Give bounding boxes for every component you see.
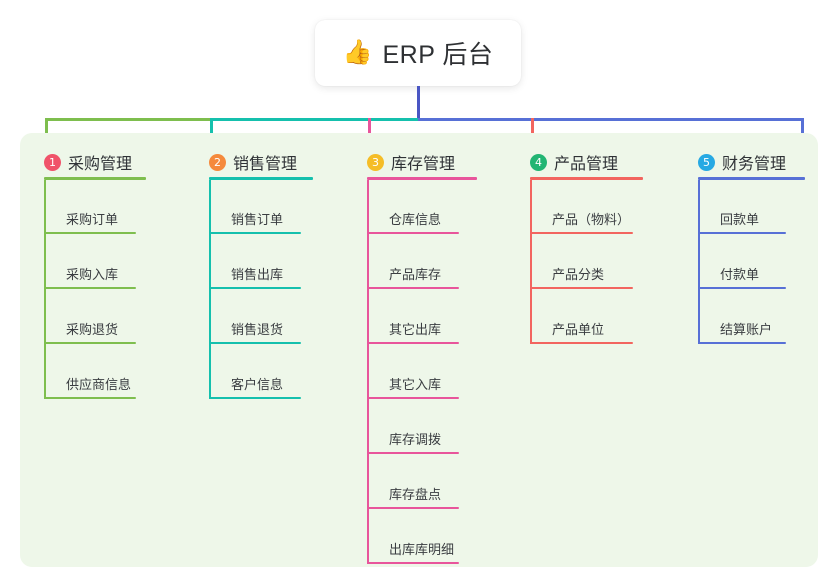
branch-leaf-label: 采购订单 bbox=[66, 212, 119, 227]
branch-leaf-rule bbox=[44, 397, 136, 399]
branch-header-4[interactable]: 4 产品管理 bbox=[530, 150, 618, 174]
branch-header-5[interactable]: 5 财务管理 bbox=[698, 150, 786, 174]
branch-leaf-label: 产品库存 bbox=[389, 267, 442, 282]
branch-spine bbox=[530, 180, 532, 344]
branch-leaf-rule bbox=[530, 287, 633, 289]
root-node-title: ERP 后台 bbox=[382, 41, 494, 69]
branch-leaf-rule bbox=[367, 287, 459, 289]
branch-header-rule bbox=[209, 177, 313, 180]
branch-leaf-rule bbox=[44, 342, 136, 344]
branch-leaf-label: 产品单位 bbox=[552, 322, 605, 337]
branch-leaf-item[interactable]: 供应商信息 bbox=[44, 363, 136, 399]
branch-leaf-rule bbox=[530, 342, 633, 344]
branch-leaf-label: 其它出库 bbox=[389, 322, 442, 337]
branch-leaf-item[interactable]: 仓库信息 bbox=[367, 198, 459, 234]
branch-leaf-rule bbox=[44, 287, 136, 289]
branch-leaf-label: 产品分类 bbox=[552, 267, 605, 282]
branch-leaf-rule bbox=[209, 287, 301, 289]
branch-leaf-rule bbox=[530, 232, 633, 234]
branch-leaf-item[interactable]: 产品库存 bbox=[367, 253, 459, 289]
branch-leaf-item[interactable]: 采购退货 bbox=[44, 308, 136, 344]
branch-leaf-label: 回款单 bbox=[720, 212, 760, 227]
branch-leaf-rule bbox=[209, 342, 301, 344]
branch-spine bbox=[44, 180, 46, 399]
branch-leaf-label: 销售出库 bbox=[231, 267, 284, 282]
branch-leaf-item[interactable]: 销售出库 bbox=[209, 253, 301, 289]
branch-header-3[interactable]: 3 库存管理 bbox=[367, 150, 455, 174]
branch-leaf-label: 付款单 bbox=[720, 267, 760, 282]
bar-segment-right bbox=[418, 118, 803, 121]
branch-leaf-item[interactable]: 采购入库 bbox=[44, 253, 136, 289]
branch-leaf-item[interactable]: 其它入库 bbox=[367, 363, 459, 399]
branch-leaf-item[interactable]: 采购订单 bbox=[44, 198, 136, 234]
branch-header-rule bbox=[367, 177, 477, 180]
branch-title: 财务管理 bbox=[722, 156, 787, 173]
branch-leaf-rule bbox=[44, 232, 136, 234]
root-node[interactable]: 👍 ERP 后台 bbox=[315, 20, 521, 86]
branch-leaf-label: 客户信息 bbox=[231, 377, 284, 392]
branch-header-1[interactable]: 1 采购管理 bbox=[44, 150, 132, 174]
branch-leaf-label: 销售退货 bbox=[231, 322, 284, 337]
branch-leaf-item[interactable]: 付款单 bbox=[698, 253, 786, 289]
branch-leaf-item[interactable]: 销售退货 bbox=[209, 308, 301, 344]
branch-leaf-label: 采购退货 bbox=[66, 322, 119, 337]
branch-leaf-item[interactable]: 销售订单 bbox=[209, 198, 301, 234]
branch-leaf-label: 采购入库 bbox=[66, 267, 119, 282]
branch-spine bbox=[209, 180, 211, 399]
branch-index-badge: 3 bbox=[367, 153, 384, 171]
branch-spine bbox=[698, 180, 700, 344]
branch-leaf-label: 结算账户 bbox=[720, 322, 773, 337]
branch-leaf-label: 其它入库 bbox=[389, 377, 442, 392]
branch-leaf-item[interactable]: 库存盘点 bbox=[367, 473, 459, 509]
branch-leaf-rule bbox=[698, 287, 786, 289]
branch-header-rule bbox=[44, 177, 146, 180]
branch-leaf-rule bbox=[367, 507, 459, 509]
branch-leaf-item[interactable]: 出库库明细 bbox=[367, 528, 459, 564]
thumbs-up-icon: 👍 bbox=[342, 39, 373, 66]
branch-leaf-item[interactable]: 回款单 bbox=[698, 198, 786, 234]
bar-segment-mid bbox=[210, 118, 420, 121]
branch-title: 采购管理 bbox=[68, 156, 133, 173]
branch-leaf-item[interactable]: 其它出库 bbox=[367, 308, 459, 344]
branches-panel bbox=[20, 133, 818, 567]
branch-leaf-label: 销售订单 bbox=[231, 212, 284, 227]
branch-leaf-rule bbox=[367, 452, 459, 454]
branch-leaf-item[interactable]: 库存调拨 bbox=[367, 418, 459, 454]
branch-leaf-rule bbox=[367, 562, 459, 564]
branch-index-badge: 2 bbox=[209, 153, 226, 171]
branch-leaf-label: 出库库明细 bbox=[389, 542, 455, 557]
branch-leaf-rule bbox=[367, 342, 459, 344]
branch-leaf-label: 库存调拨 bbox=[389, 432, 442, 447]
branch-header-rule bbox=[698, 177, 805, 180]
branch-title: 产品管理 bbox=[554, 156, 619, 173]
branch-leaf-label: 供应商信息 bbox=[66, 377, 132, 392]
bar-segment-left bbox=[45, 118, 211, 121]
branch-leaf-item[interactable]: 产品（物料） bbox=[530, 198, 633, 234]
branch-leaf-label: 产品（物料） bbox=[552, 212, 631, 227]
branch-title: 销售管理 bbox=[233, 156, 298, 173]
trunk-line bbox=[417, 86, 420, 121]
branch-leaf-item[interactable]: 结算账户 bbox=[698, 308, 786, 344]
branch-leaf-item[interactable]: 产品分类 bbox=[530, 253, 633, 289]
branch-spine bbox=[367, 180, 369, 564]
branch-leaf-label: 库存盘点 bbox=[389, 487, 442, 502]
branch-title: 库存管理 bbox=[391, 156, 456, 173]
branch-index-badge: 1 bbox=[44, 153, 61, 171]
branch-header-2[interactable]: 2 销售管理 bbox=[209, 150, 297, 174]
branch-leaf-rule bbox=[367, 232, 459, 234]
branch-leaf-rule bbox=[367, 397, 459, 399]
branch-leaf-rule bbox=[698, 342, 786, 344]
branch-leaf-rule bbox=[209, 232, 301, 234]
branch-leaf-rule bbox=[209, 397, 301, 399]
branch-leaf-item[interactable]: 客户信息 bbox=[209, 363, 301, 399]
branch-leaf-item[interactable]: 产品单位 bbox=[530, 308, 633, 344]
branch-leaf-label: 仓库信息 bbox=[389, 212, 442, 227]
branch-leaf-rule bbox=[698, 232, 786, 234]
branch-index-badge: 5 bbox=[698, 153, 715, 171]
branch-header-rule bbox=[530, 177, 643, 180]
branch-index-badge: 4 bbox=[530, 153, 547, 171]
